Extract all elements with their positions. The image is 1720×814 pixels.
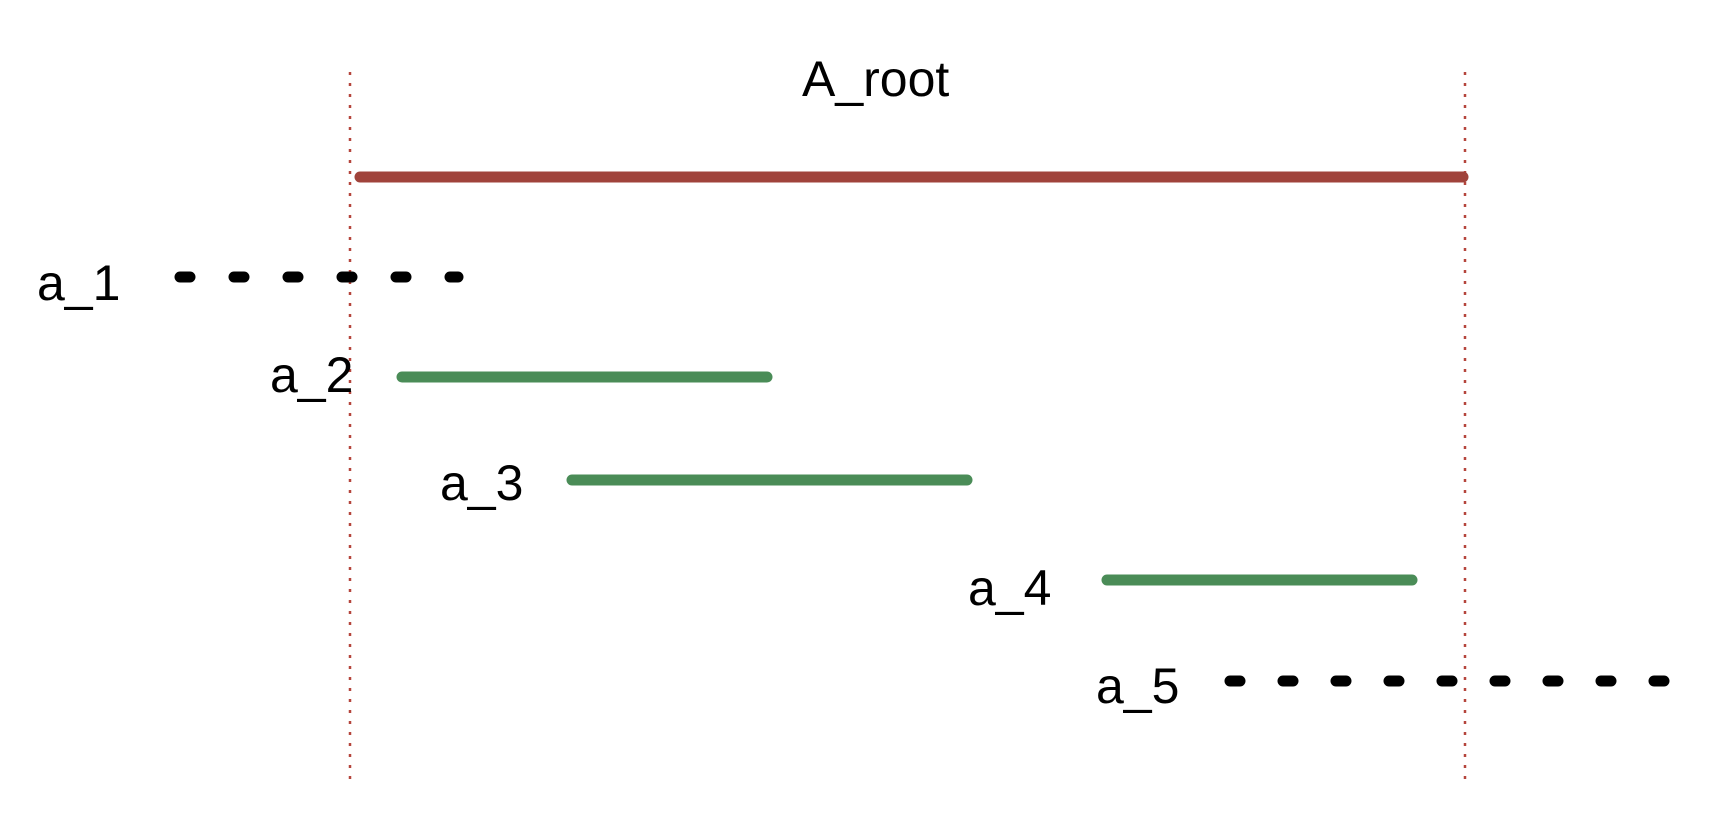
a3-label: a_3 [440, 455, 523, 511]
a2-label: a_2 [270, 347, 353, 403]
a1-label: a_1 [37, 255, 120, 311]
a5-label: a_5 [1096, 658, 1179, 714]
root-label: A_root [802, 51, 949, 107]
a4-label: a_4 [968, 560, 1051, 616]
